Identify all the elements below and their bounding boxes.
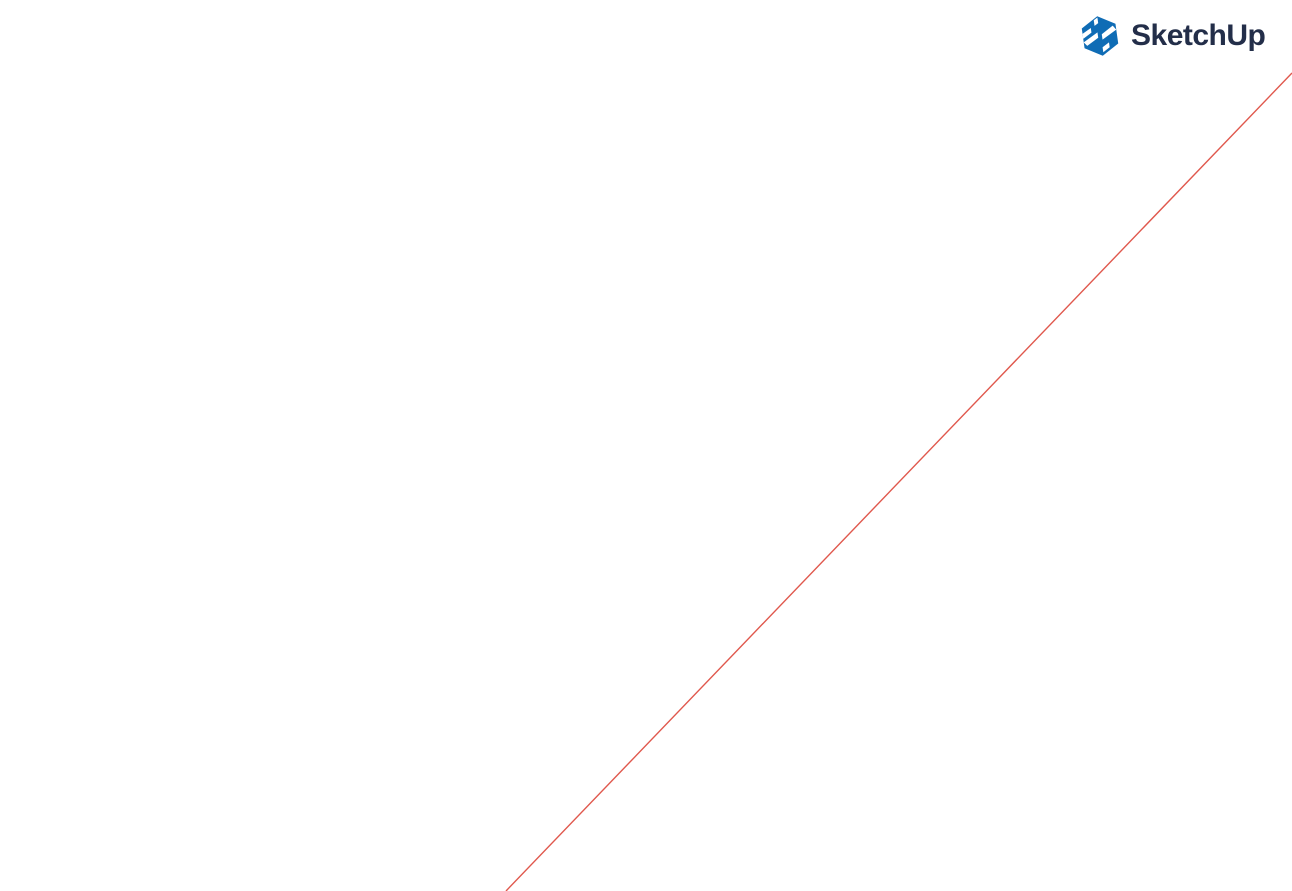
sketchup-logo-icon bbox=[1081, 16, 1119, 56]
sketchup-logo-text: SketchUp bbox=[1131, 19, 1266, 52]
sketchup-watermark: SketchUp bbox=[1078, 14, 1266, 58]
